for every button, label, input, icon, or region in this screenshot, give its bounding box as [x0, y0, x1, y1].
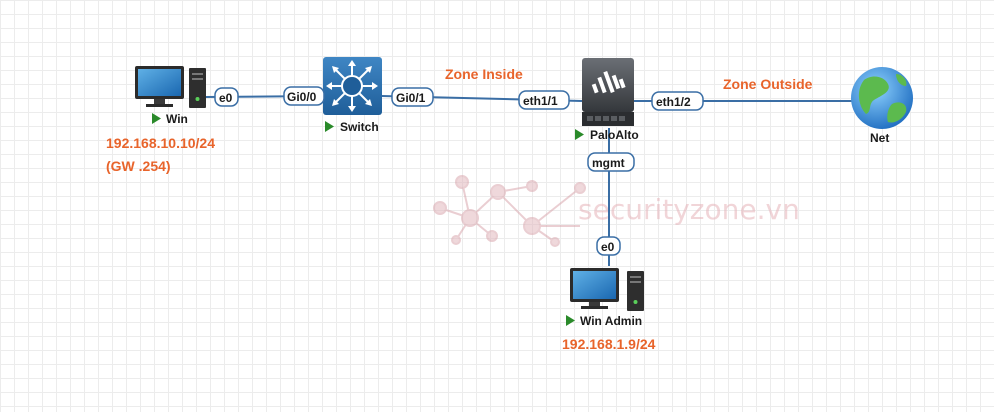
- port-label: eth1/1: [523, 94, 558, 108]
- win-gw-text: (GW .254): [106, 158, 171, 174]
- zone-inside-label: Zone Inside: [445, 66, 523, 82]
- watermark-network-icon: [433, 175, 586, 247]
- globe-icon: [851, 67, 913, 129]
- win-play-icon: [152, 113, 161, 124]
- port-paloalto-eth11[interactable]: eth1/1: [518, 90, 570, 110]
- links: [204, 95, 852, 266]
- watermark: securityzone.vn: [433, 175, 800, 247]
- port-paloalto-eth12[interactable]: eth1/2: [651, 91, 704, 111]
- port-label: eth1/2: [656, 95, 691, 109]
- node-net[interactable]: Net: [851, 67, 913, 145]
- node-paloalto[interactable]: PaloAlto: [575, 58, 639, 142]
- port-switch-gi01[interactable]: Gi0/1: [391, 87, 434, 107]
- firewall-icon: [582, 58, 634, 126]
- switch-play-icon: [325, 121, 334, 132]
- port-label: Gi0/1: [396, 91, 426, 105]
- switch-icon: [323, 57, 382, 115]
- pc-icon: [135, 66, 206, 108]
- port-label: mgmt: [592, 156, 625, 170]
- switch-label: Switch: [340, 120, 379, 134]
- port-label: e0: [601, 240, 615, 254]
- watermark-text: securityzone.vn: [578, 193, 800, 226]
- paloalto-play-icon: [575, 129, 584, 140]
- win-admin-play-icon: [566, 315, 575, 326]
- port-win-e0[interactable]: e0: [214, 87, 239, 107]
- node-win-admin[interactable]: Win Admin: [566, 268, 644, 328]
- win-label: Win: [166, 112, 188, 126]
- port-switch-gi00[interactable]: Gi0/0: [283, 86, 325, 106]
- win-ip-text: 192.168.10.10/24: [106, 135, 215, 151]
- node-switch[interactable]: Switch: [323, 57, 382, 134]
- paloalto-label: PaloAlto: [590, 128, 639, 142]
- port-label: Gi0/0: [287, 90, 317, 104]
- port-winadmin-e0[interactable]: e0: [596, 236, 621, 256]
- win-admin-ip-text: 192.168.1.9/24: [562, 336, 656, 352]
- node-win[interactable]: Win: [135, 66, 206, 126]
- port-label: e0: [219, 91, 233, 105]
- port-paloalto-mgmt[interactable]: mgmt: [587, 152, 635, 172]
- zone-outside-label: Zone Outside: [723, 76, 813, 92]
- net-label: Net: [870, 131, 889, 145]
- win-admin-label: Win Admin: [580, 314, 642, 328]
- pc-icon: [570, 268, 644, 311]
